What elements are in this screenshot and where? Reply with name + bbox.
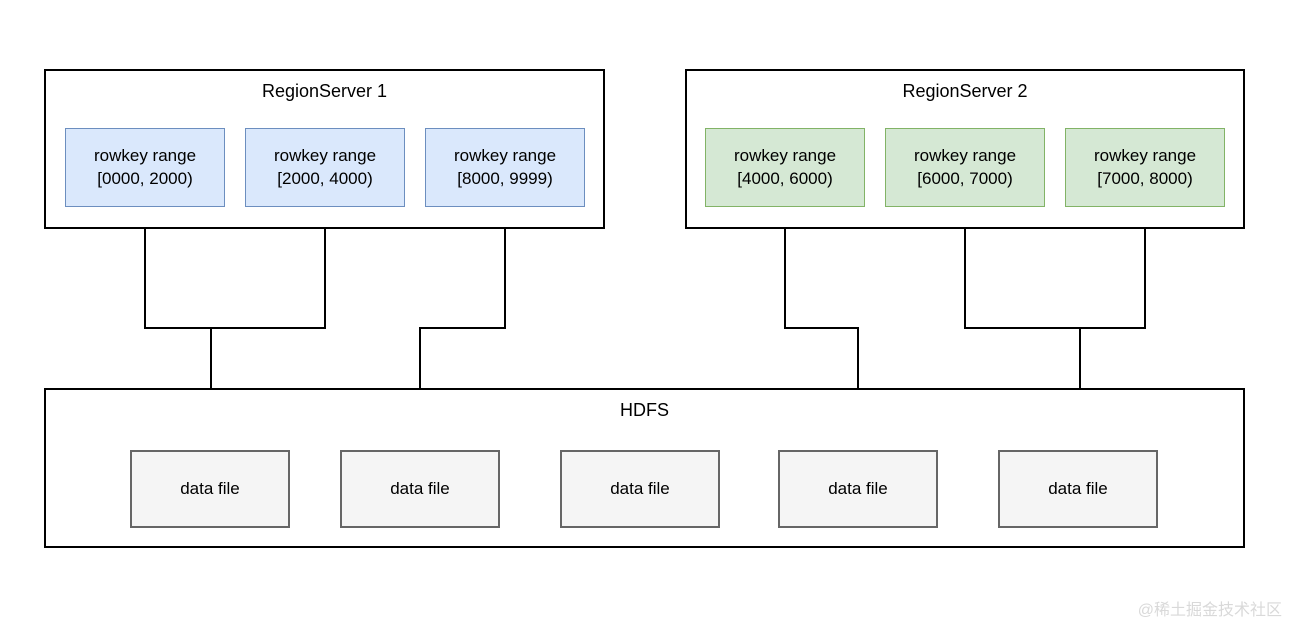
- rs1-region-3-range: [8000, 9999): [457, 168, 553, 188]
- rs1-region-2-range: [2000, 4000): [277, 168, 373, 188]
- rs2-region-3-name: rowkey range: [1093, 145, 1197, 165]
- data-file-5: data file: [998, 450, 1158, 528]
- data-file-1-label: data file: [180, 479, 240, 498]
- data-file-2-label: data file: [390, 479, 450, 498]
- rs1-region-1: rowkey range [0000, 2000): [65, 128, 225, 207]
- regionserver-1-title: RegionServer 1: [261, 81, 388, 101]
- rs2-region-3-range: [7000, 8000): [1097, 168, 1193, 188]
- rs2-region-2-range: [6000, 7000): [917, 168, 1013, 188]
- rs1-region-2-name: rowkey range: [273, 145, 377, 165]
- watermark-text: @稀土掘金技术社区: [1137, 602, 1282, 619]
- connector-rs1-regions1-2-join: [144, 207, 326, 329]
- rs2-region-1: rowkey range [4000, 6000): [705, 128, 865, 207]
- data-file-2: data file: [340, 450, 500, 528]
- rs2-region-2-name: rowkey range: [913, 145, 1017, 165]
- rs2-region-3: rowkey range [7000, 8000): [1065, 128, 1225, 207]
- rs1-region-2: rowkey range [2000, 4000): [245, 128, 405, 207]
- rs1-region-3-name: rowkey range: [453, 145, 557, 165]
- data-file-4: data file: [778, 450, 938, 528]
- rs1-region-1-range: [0000, 2000): [97, 168, 193, 188]
- connector-rs2-regions2-3-join: [964, 207, 1146, 329]
- rs2-region-1-name: rowkey range: [733, 145, 837, 165]
- data-file-4-label: data file: [828, 479, 888, 498]
- hdfs-title: HDFS: [620, 400, 669, 420]
- data-file-3-label: data file: [610, 479, 670, 498]
- data-file-5-label: data file: [1048, 479, 1108, 498]
- rs2-region-2: rowkey range [6000, 7000): [885, 128, 1045, 207]
- rs1-region-3: rowkey range [8000, 9999): [425, 128, 585, 207]
- data-file-1: data file: [130, 450, 290, 528]
- data-file-3: data file: [560, 450, 720, 528]
- connector-arrow-datafile4: [784, 207, 865, 448]
- regionserver-2-title: RegionServer 2: [902, 81, 1028, 101]
- rs1-region-1-name: rowkey range: [93, 145, 197, 165]
- connector-arrow-datafile2: [413, 207, 506, 448]
- rs2-region-1-range: [4000, 6000): [737, 168, 833, 188]
